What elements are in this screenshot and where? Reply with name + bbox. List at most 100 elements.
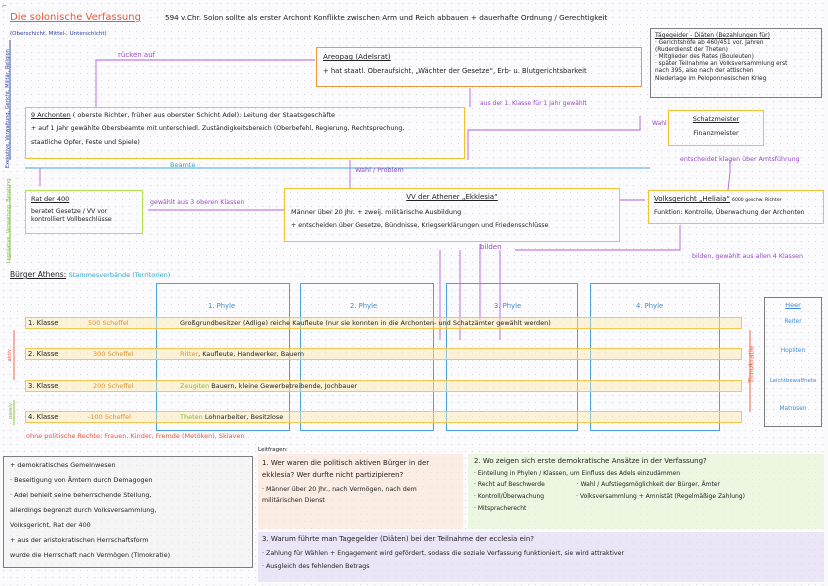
taegesider-line: nach 395, also nach der attischen (655, 68, 754, 75)
subtitle: (Oberschicht, Mittel-, Unterschicht) (10, 31, 107, 37)
heer-title: Heer (785, 301, 801, 309)
phyle-column-1 (156, 283, 290, 431)
areopag-text: + hat staatl. Oberaufsicht, „Wächter der… (323, 67, 587, 75)
question-2-answer: · Recht auf Beschwerde (474, 481, 545, 489)
taegesider-line: · Gerichtshöfe ab 460/451 vor. Jahren (655, 39, 764, 46)
question-3-box: 3. Warum führte man Tagegelder (Diäten) … (258, 532, 824, 582)
question-2-box: 2. Wo zeigen sich erste demokratische An… (468, 454, 824, 529)
summary-line: allerdings begrenzt durch Volksversammlu… (10, 506, 157, 514)
label-entscheidet: entscheidet klagen über Amtsführung (680, 156, 800, 163)
klasse-amount: 500 Scheffel (88, 319, 129, 327)
summary-line: + aus der aristokratischen Herrschaftsfo… (10, 536, 149, 544)
ekklesia-box: VV der Athener „Ekklesia“ Männer über 20… (284, 188, 620, 242)
arrow-wahl-schatz (467, 116, 641, 160)
taegesider-line: (Ruderdienst der Theten) (655, 46, 728, 53)
klasse-amount: -100 Scheffel (88, 413, 131, 421)
question-3-text: 3. Warum führte man Tagegelder (Diäten) … (262, 535, 534, 543)
phyle-label-4: 4. Phyle (636, 302, 664, 310)
left-note-legislative: Legislative, Verwaltung, Beratung (5, 178, 12, 264)
label-gewaehlt: gewählt aus 3 oberen Klassen (150, 199, 245, 206)
label-ruecken-auf: rücken auf (118, 51, 156, 59)
question-2-text: 2. Wo zeigen sich erste demokratische An… (474, 457, 707, 465)
phyle-column-2 (300, 283, 434, 431)
summary-line: · Adel behielt seine beherrschende Stell… (10, 491, 152, 499)
question-1-box: 1. Wer waren die politisch aktiven Bürge… (258, 454, 463, 529)
question-2-answer: · Kontroll/Überwachung (474, 493, 545, 501)
question-2-answer: · Mitspracherecht (474, 504, 527, 512)
arrow-ruecken-auf (95, 59, 315, 108)
areopag-box: Areopag (Adelsrat) + hat staatl. Oberauf… (316, 47, 642, 87)
question-1-answer: · Männer über 20 Jhr., nach Vermögen, na… (262, 485, 417, 505)
phyle-label-1: 1. Phyle (208, 302, 236, 310)
archonten-line3: staatliche Opfer, Feste und Spiele) (31, 138, 140, 146)
heer-item: Reiter (784, 319, 802, 326)
ekklesia-title: VV der Athener „Ekklesia“ (406, 193, 498, 201)
summary-line: · Beseitigung von Ämtern durch Demagogen (10, 476, 153, 484)
summary-box: + demokratisches Gemeinwesen · Beseitigu… (3, 456, 253, 568)
klasse-desc: Zeugiten Bauern, kleine Gewerbetreibende… (180, 382, 358, 390)
heliaia-title: Volksgericht „Heliaia“ (654, 195, 730, 203)
ekklesia-line1: Männer über 20 Jhr. + zweij. militärisch… (291, 207, 462, 216)
question-3-answer: · Zahlung für Wählen + Engagement wird g… (262, 549, 625, 557)
heer-item: Hopliten (780, 348, 806, 355)
klasse-label: 2. Klasse (28, 350, 59, 358)
taegesider-box: Tägegeider - Diäten (Bezahlungen für) · … (650, 28, 822, 98)
areopag-title: Areopag (Adelsrat) (323, 52, 391, 61)
archonten-box: 9 Archonten ( oberste Richter, früher au… (25, 107, 465, 159)
archonten-title: 9 Archonten (31, 111, 71, 119)
summary-line: + demokratisches Gemeinwesen (10, 461, 116, 469)
summary-line: wurde die Herrschaft nach Vermögen (Timo… (10, 551, 171, 559)
label-bilden-right: bilden, gewählt aus allen 4 Klassen (692, 253, 803, 260)
schatzmeister-line2: Finanzmeister (693, 129, 739, 138)
rat-box: Rat der 400 beratet Gesetze / VV vor kon… (25, 190, 143, 234)
klasse-desc: Ritter, Kaufleute, Handwerker, Bauern (180, 350, 305, 358)
klasse-label: 4. Klasse (28, 413, 59, 421)
question-2-answer: · Wahl / Aufstiegsmöglichkeit der Bürger… (576, 481, 720, 489)
phyle-column-4 (590, 283, 720, 431)
phyle-label-3: 3. Phyle (494, 302, 522, 310)
left-note-exekutive: Exekutive, Verwaltung, Gericht, Militär,… (4, 49, 11, 169)
heer-box: Heer Reiter Hopliten Leichtbewaffnete Ma… (764, 297, 822, 427)
question-2-answer: · Einteilung in Phylen / Klassen, um Ein… (474, 469, 681, 477)
phyle-label-2: 2. Phyle (350, 302, 378, 310)
heliaia-sup: 6000 geschw. Richter (732, 198, 782, 203)
label-passiv: passiv (7, 403, 14, 420)
label-timokratie: Timokratie (747, 345, 756, 384)
schatzmeister-line1: Schatzmeister (692, 115, 740, 123)
taegesider-line: · später Teilnahme an Volksversammlung e… (655, 61, 788, 68)
label-aktiv: aktiv (7, 348, 14, 362)
page-title: Die solonische Verfassung (10, 12, 141, 23)
buerger-title: Bürger Athens: Stammesverbände (Territor… (10, 270, 171, 279)
intro-text: 594 v.Chr. Solon sollte als erster Archo… (165, 13, 608, 22)
question-3-answer: · Ausgleich des fehlenden Betrags (262, 562, 370, 570)
question-1-text: 1. Wer waren die politisch aktiven Bürge… (262, 459, 430, 480)
label-wahl: Wahl (652, 120, 667, 127)
label-bilden: bilden (480, 243, 502, 251)
leitfragen-label: Leitfragen: (258, 447, 288, 453)
corner-mark: ⌐ (2, 3, 8, 10)
arrow-bilden-heliaia (515, 225, 681, 251)
schatzmeister-box: Schatzmeister Finanzmeister (668, 110, 764, 146)
question-2-answer: · Volksversammlung + Amnistät (Regelmäßi… (576, 493, 745, 501)
klasse-row-1 (25, 317, 742, 329)
klasse-amount: 200 Scheffel (93, 382, 134, 390)
klasse-row-4 (25, 411, 742, 423)
klasse-row-3 (25, 380, 742, 392)
archonten-line2: + auf 1 Jahr gewählte Obersbeamte mit un… (31, 125, 405, 133)
klasse-label: 1. Klasse (28, 319, 59, 327)
label-klasse-1jahr: aus der 1. Klasse für 1 Jahr gewählt (480, 100, 587, 107)
klasse-label: 3. Klasse (28, 382, 59, 390)
rat-title: Rat der 400 (31, 195, 70, 203)
phyle-column-3 (446, 283, 578, 431)
taegesider-line: · Mitglieder des Rates (Bouleuten) (655, 53, 754, 60)
klasse-desc: Großgrundbesitzer (Adlige) reiche Kaufle… (180, 319, 551, 327)
archonten-line1: ( oberste Richter, früher aus oberster S… (72, 111, 336, 119)
taegesider-line: Niederlage im Peloponnesischen Krieg (655, 75, 767, 82)
summary-line: Volksgericht, Rat der 400 (10, 521, 91, 529)
heer-item: Matrosen (779, 406, 807, 413)
taegesider-title: Tägegeider - Diäten (Bezahlungen für) (655, 32, 770, 39)
klasse-desc: Theten Lohnarbeiter, Besitzlose (180, 413, 284, 421)
heliaia-box: Volksgericht „Heliaia“ 6000 geschw. Rich… (648, 190, 824, 224)
rat-text: beratet Gesetze / VV vor kontrolliert Vo… (31, 208, 112, 223)
